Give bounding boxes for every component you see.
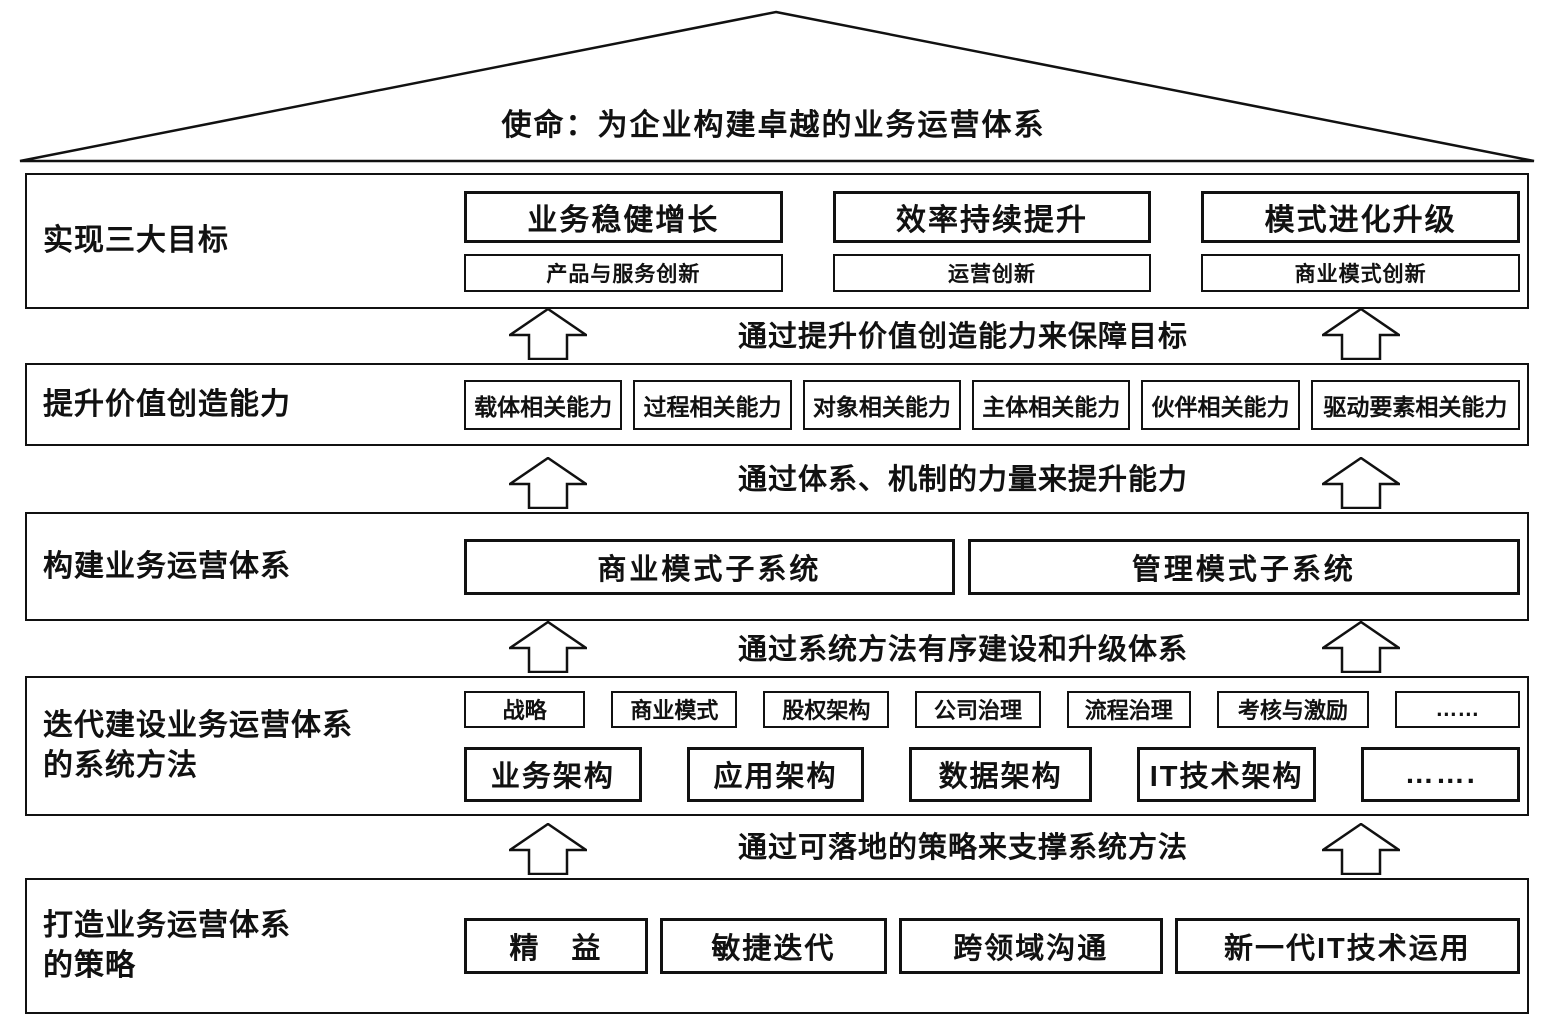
up-arrow-icon: [509, 823, 587, 875]
method-chip: 考核与激励: [1216, 690, 1369, 728]
capability-box: 主体相关能力: [972, 379, 1131, 430]
strategies-row: 精 益 敏捷迭代 跨领域沟通 新一代IT技术运用: [464, 918, 1527, 974]
method-chip: ……: [1394, 690, 1520, 728]
goal-column-growth: 业务稳健增长 产品与服务创新: [464, 190, 783, 292]
layer-methods: 迭代建设业务运营体系 的系统方法 战略 商业模式 股权架构 公司治理 流程治理 …: [25, 676, 1529, 816]
mission-title: 使命：为企业构建卓越的业务运营体系: [501, 109, 1046, 142]
strategy-box: 新一代IT技术运用: [1174, 918, 1521, 974]
subsystem-box: 商业模式子系统: [464, 538, 955, 595]
up-arrow-icon: [1322, 457, 1400, 509]
connector-text-1: 通过提升价值创造能力来保障目标: [737, 321, 1189, 353]
strategy-box: 跨领域沟通: [898, 918, 1163, 974]
goal-title-box: 业务稳健增长: [464, 190, 783, 243]
layer-capabilities: 提升价值创造能力 载体相关能力 过程相关能力 对象相关能力 主体相关能力 伙伴相…: [25, 363, 1529, 446]
method-chip: 战略: [464, 690, 586, 728]
up-arrow-icon: [1322, 308, 1400, 360]
layer-goals-label: 实现三大目标: [43, 224, 229, 258]
goal-subtitle-box: 商业模式创新: [1201, 253, 1521, 292]
connector-band-3: 通过系统方法有序建设和升级体系: [0, 617, 1547, 676]
connector-band-1: 通过提升价值创造能力来保障目标: [0, 305, 1547, 363]
up-arrow-icon: [509, 621, 587, 673]
layer-strategies-label: 打造业务运营体系 的策略: [43, 909, 291, 982]
strategy-box: 精 益: [464, 918, 648, 974]
method-chip: 商业模式: [611, 690, 738, 728]
method-chip: 公司治理: [915, 690, 1041, 728]
goals-row: 业务稳健增长 产品与服务创新 效率持续提升 运营创新 模式进化升级 商业模式创新: [464, 190, 1527, 292]
capability-box: 过程相关能力: [633, 379, 792, 430]
capability-box: 伙伴相关能力: [1141, 379, 1300, 430]
capability-box: 载体相关能力: [464, 379, 623, 430]
up-arrow-icon: [509, 308, 587, 360]
layer-systems-label: 构建业务运营体系: [43, 549, 291, 583]
layer-strategies: 打造业务运营体系 的策略 精 益 敏捷迭代 跨领域沟通 新一代IT技术运用: [25, 878, 1529, 1014]
architecture-box: 数据架构: [909, 746, 1092, 802]
method-chip: 流程治理: [1066, 690, 1191, 728]
up-arrow-icon: [1322, 621, 1400, 673]
goal-column-efficiency: 效率持续提升 运营创新: [832, 190, 1152, 292]
methods-content: 战略 商业模式 股权架构 公司治理 流程治理 考核与激励 …… 业务架构 应用架…: [464, 690, 1527, 802]
roof-triangle-icon: [19, 10, 1535, 163]
capability-box: 驱动要素相关能力: [1310, 379, 1520, 430]
up-arrow-icon: [509, 457, 587, 509]
capability-box: 对象相关能力: [802, 379, 962, 430]
layer-capabilities-label: 提升价值创造能力: [43, 387, 291, 421]
connector-band-2: 通过体系、机制的力量来提升能力: [0, 442, 1547, 512]
subsystem-box: 管理模式子系统: [967, 538, 1520, 595]
goal-subtitle-box: 产品与服务创新: [464, 253, 783, 292]
strategy-box: 敏捷迭代: [659, 918, 887, 974]
capabilities-row: 载体相关能力 过程相关能力 对象相关能力 主体相关能力 伙伴相关能力 驱动要素相…: [464, 379, 1527, 430]
subsystems-row: 商业模式子系统 管理模式子系统: [464, 538, 1527, 595]
connector-text-2: 通过体系、机制的力量来提升能力: [737, 464, 1189, 496]
architecture-box: IT技术架构: [1136, 746, 1317, 802]
architecture-box: 应用架构: [686, 746, 865, 802]
method-topics-row: 战略 商业模式 股权架构 公司治理 流程治理 考核与激励 ……: [464, 690, 1520, 728]
connector-band-4: 通过可落地的策略来支撑系统方法: [0, 812, 1547, 878]
architecture-box: 业务架构: [464, 746, 642, 802]
goal-title-box: 效率持续提升: [832, 190, 1152, 243]
goal-title-box: 模式进化升级: [1201, 190, 1521, 243]
layer-systems: 构建业务运营体系 商业模式子系统 管理模式子系统: [25, 512, 1529, 621]
layer-goals: 实现三大目标 业务稳健增长 产品与服务创新 效率持续提升 运营创新 模式进化升级…: [25, 173, 1529, 309]
layer-methods-label: 迭代建设业务运营体系 的系统方法: [43, 709, 353, 782]
connector-text-3: 通过系统方法有序建设和升级体系: [737, 633, 1189, 666]
architecture-row: 业务架构 应用架构 数据架构 IT技术架构 …….: [464, 746, 1521, 802]
up-arrow-icon: [1322, 823, 1400, 875]
method-chip: 股权架构: [763, 690, 890, 728]
goal-column-model: 模式进化升级 商业模式创新: [1201, 190, 1521, 292]
architecture-box: …….: [1361, 746, 1521, 802]
connector-text-4: 通过可落地的策略来支撑系统方法: [737, 832, 1189, 864]
goal-subtitle-box: 运营创新: [832, 253, 1152, 292]
